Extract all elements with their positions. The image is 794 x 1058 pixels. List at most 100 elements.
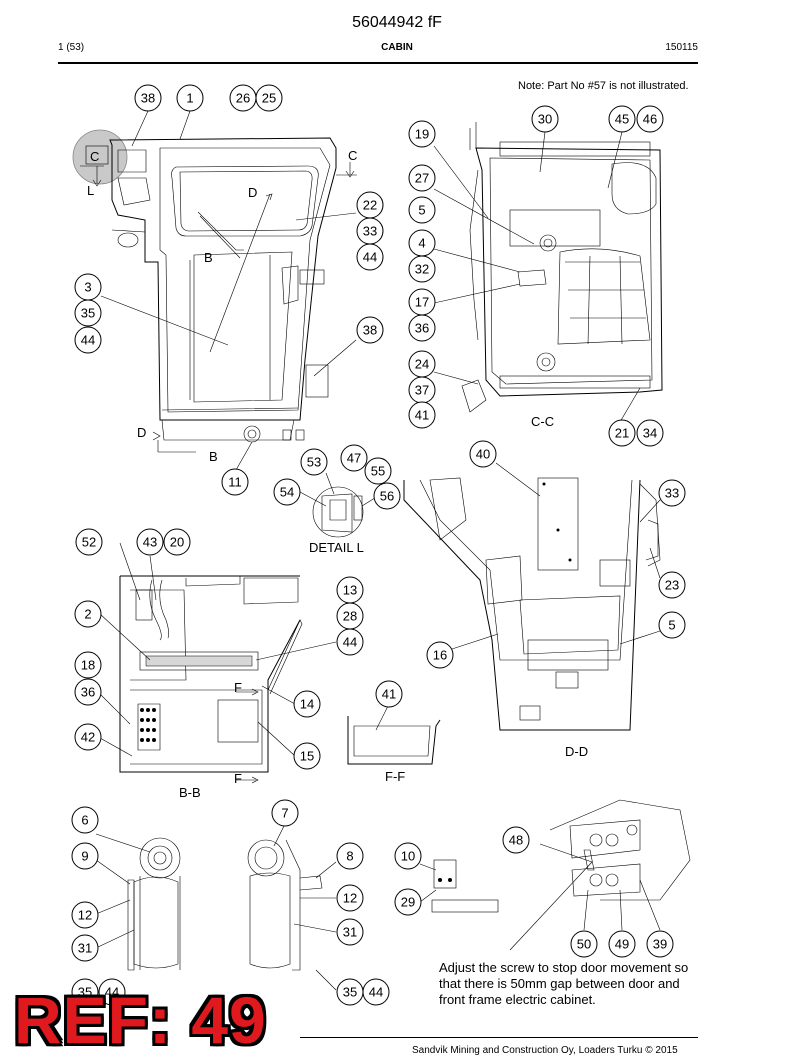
view-label-ff: F-F bbox=[385, 769, 406, 784]
callout-29: 29 bbox=[394, 888, 422, 916]
callout-9: 9 bbox=[71, 842, 99, 870]
callout-46: 46 bbox=[636, 105, 664, 133]
bottom-section-screw bbox=[419, 859, 499, 913]
svg-text:23: 23 bbox=[665, 578, 679, 593]
svg-text:33: 33 bbox=[665, 486, 679, 501]
callout-35: 35 bbox=[336, 978, 364, 1006]
svg-text:49: 49 bbox=[615, 937, 629, 952]
view-detail-l bbox=[299, 472, 379, 538]
svg-text:38: 38 bbox=[141, 91, 155, 106]
callout-36: 36 bbox=[408, 314, 436, 342]
callout-34: 34 bbox=[636, 419, 664, 447]
callout-30: 30 bbox=[531, 105, 559, 133]
footer-rule bbox=[300, 1037, 698, 1038]
svg-text:5: 5 bbox=[418, 203, 425, 218]
section-marker-c-left: C bbox=[90, 149, 99, 164]
svg-text:44: 44 bbox=[369, 985, 383, 1000]
svg-text:46: 46 bbox=[643, 112, 657, 127]
svg-text:18: 18 bbox=[81, 658, 95, 673]
svg-text:15: 15 bbox=[300, 749, 314, 764]
section-marker-b-lower: B bbox=[209, 449, 218, 464]
callout-26: 26 bbox=[229, 84, 257, 112]
callout-41: 41 bbox=[375, 680, 403, 708]
svg-text:31: 31 bbox=[343, 925, 357, 940]
callout-12: 12 bbox=[71, 901, 99, 929]
svg-text:17: 17 bbox=[415, 295, 429, 310]
svg-text:14: 14 bbox=[300, 697, 314, 712]
callout-43: 43 bbox=[136, 528, 164, 556]
svg-text:33: 33 bbox=[363, 224, 377, 239]
callout-3: 3 bbox=[74, 273, 102, 301]
svg-text:12: 12 bbox=[343, 891, 357, 906]
callout-5: 5 bbox=[658, 611, 686, 639]
svg-text:40: 40 bbox=[476, 447, 490, 462]
svg-text:21: 21 bbox=[615, 426, 629, 441]
callout-21: 21 bbox=[608, 419, 636, 447]
callout-38: 38 bbox=[134, 84, 162, 112]
date-code: 150115 bbox=[665, 42, 698, 53]
callout-33: 33 bbox=[658, 479, 686, 507]
view-label-detail-l: DETAIL L bbox=[309, 540, 364, 555]
svg-text:47: 47 bbox=[347, 451, 361, 466]
callout-24: 24 bbox=[408, 350, 436, 378]
callout-8: 8 bbox=[336, 842, 364, 870]
svg-text:48: 48 bbox=[509, 833, 523, 848]
svg-text:43: 43 bbox=[143, 535, 157, 550]
callout-27: 27 bbox=[408, 164, 436, 192]
note-text: Note: Part No #57 is not illustrated. bbox=[518, 80, 689, 92]
callout-38: 38 bbox=[356, 316, 384, 344]
bottom-section-hinge bbox=[509, 799, 691, 951]
callout-1: 1 bbox=[176, 84, 204, 112]
svg-text:34: 34 bbox=[643, 426, 657, 441]
svg-text:45: 45 bbox=[615, 112, 629, 127]
callout-45: 45 bbox=[608, 105, 636, 133]
svg-text:39: 39 bbox=[653, 937, 667, 952]
callout-48: 48 bbox=[502, 826, 530, 854]
view-cc bbox=[433, 122, 663, 423]
callout-14: 14 bbox=[293, 690, 321, 718]
callouts-ff: 41 bbox=[375, 680, 403, 708]
callouts-cc: 30 45 46 19 27 5 4 32 17 36 24 37 41 21 … bbox=[408, 105, 664, 447]
view-label-dd: D-D bbox=[565, 744, 589, 759]
svg-text:55: 55 bbox=[371, 464, 385, 479]
svg-text:9: 9 bbox=[81, 849, 88, 864]
svg-text:31: 31 bbox=[78, 941, 92, 956]
svg-text:12: 12 bbox=[78, 908, 92, 923]
svg-text:44: 44 bbox=[105, 985, 119, 1000]
callout-32: 32 bbox=[408, 255, 436, 283]
callout-52: 52 bbox=[75, 528, 103, 556]
svg-text:44: 44 bbox=[363, 250, 377, 265]
callout-31: 31 bbox=[71, 934, 99, 962]
callout-7: 7 bbox=[271, 799, 299, 827]
callout-31: 31 bbox=[336, 918, 364, 946]
svg-text:42: 42 bbox=[81, 730, 95, 745]
svg-text:27: 27 bbox=[415, 171, 429, 186]
section-marker-l: L bbox=[87, 183, 94, 198]
svg-text:10: 10 bbox=[401, 849, 415, 864]
bottom-section-left bbox=[95, 833, 181, 971]
view-ff bbox=[347, 705, 441, 765]
callout-33: 33 bbox=[356, 217, 384, 245]
section-marker-c-right: C bbox=[348, 148, 357, 163]
svg-text:13: 13 bbox=[343, 583, 357, 598]
callout-35: 35 bbox=[71, 978, 99, 1006]
callout-55: 55 bbox=[364, 457, 392, 485]
svg-text:19: 19 bbox=[415, 127, 429, 142]
svg-text:2: 2 bbox=[84, 607, 91, 622]
svg-text:6: 6 bbox=[81, 813, 88, 828]
section-marker-d-lower: D bbox=[137, 425, 146, 440]
callout-53: 53 bbox=[300, 448, 328, 476]
svg-text:32: 32 bbox=[415, 262, 429, 277]
callout-50: 50 bbox=[570, 930, 598, 958]
callout-47: 47 bbox=[340, 444, 368, 472]
svg-text:25: 25 bbox=[262, 91, 276, 106]
callout-39: 39 bbox=[646, 930, 674, 958]
callout-18: 18 bbox=[74, 651, 102, 679]
svg-text:53: 53 bbox=[307, 455, 321, 470]
callout-56: 56 bbox=[373, 482, 401, 510]
section-marker-b-upper: B bbox=[204, 250, 213, 265]
adjustment-instruction: Adjust the screw to stop door movement s… bbox=[439, 960, 689, 1007]
callout-41: 41 bbox=[408, 401, 436, 429]
svg-text:36: 36 bbox=[81, 685, 95, 700]
